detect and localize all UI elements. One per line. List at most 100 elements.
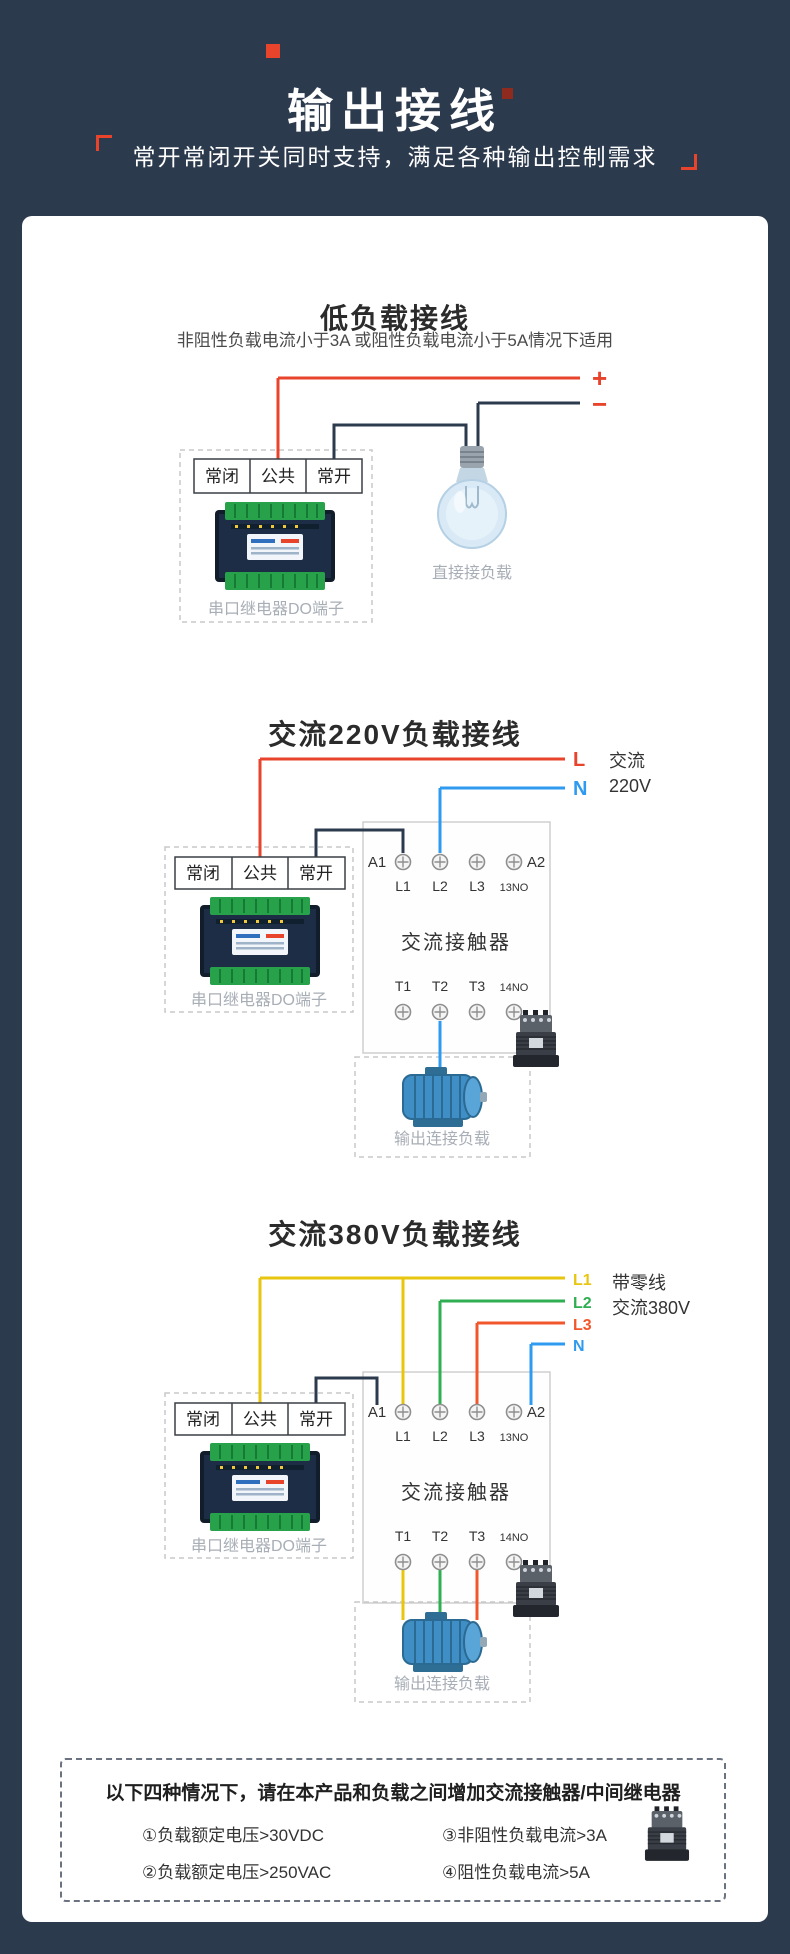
motor-dashed-box [354,1056,531,1158]
bottom-label-t2: T2 [432,1528,449,1544]
a1-label: A1 [368,854,386,871]
top-label-l1: L1 [395,878,411,894]
screw-terminal-icon [394,853,412,871]
bottom-label-14no: 14NO [500,1532,529,1544]
l3-label: L3 [573,1317,592,1334]
section-subtitle-low-load: 非阻性负载电流小于3A 或阻性负载电流小于5A情况下适用 [176,331,614,350]
content-card [22,216,768,1922]
a1-label: A1 [368,1404,386,1421]
terminal-label-no: 常开 [299,1410,333,1429]
screw-terminal-icon [505,1403,523,1421]
n-label: N [573,1338,585,1355]
l-label: L [573,749,585,771]
relay-terminal-block: 常闭 公共 常开 [174,1402,346,1436]
screw-terminal-icon [468,1403,486,1421]
note-item-1: ①负载额定电压>30VDC [142,1826,324,1845]
diagram-low-load: + − 常闭 公共 常开 串口继电器DO端子 直接接负载 [179,363,607,623]
terminal-label-com: 公共 [261,467,295,486]
l1-label: L1 [573,1272,592,1289]
screw-terminal-icon [431,1553,449,1571]
supply-label-1: 带零线 [612,1273,666,1293]
bottom-label-t1: T1 [395,978,412,994]
motor-label: 输出连接负载 [394,1675,490,1693]
top-label-13no: 13NO [500,1432,529,1444]
terminal-label-com: 公共 [243,1410,277,1429]
top-label-l2: L2 [432,878,448,894]
a2-label: A2 [527,1404,545,1421]
title-deco-left [266,44,280,58]
n-label: N [573,778,587,800]
ac220-wires [258,757,565,1075]
page-subtitle: 常开常闭开关同时支持，满足各种输出控制需求 [132,144,658,170]
relay-dashed-box [179,449,373,623]
supply-label-2: 交流380V [612,1298,690,1318]
diagram-ac220: L 交流 N 220V A1 A2 L1 L2 L3 13NO 交流接触器 T1… [164,749,651,1158]
wire-no-to-bulb [332,423,468,459]
terminal-label-nc: 常闭 [186,864,220,883]
screw-terminal-icon [505,1553,523,1571]
supply-label-2: 220V [609,776,651,796]
terminal-label-nc: 常闭 [205,467,239,486]
screw-terminal-icon [468,853,486,871]
plus-label: + [592,363,607,393]
screw-terminal-icon [431,1003,449,1021]
a2-label: A2 [527,854,545,871]
section-title-low-load: 低负载接线 [319,303,470,335]
screw-terminal-icon [431,1403,449,1421]
relay-device-image [215,502,335,590]
bulb-label: 直接接负载 [432,564,512,582]
relay-terminal-block: 常闭 公共 常开 [193,458,363,494]
screw-terminal-icon [468,1003,486,1021]
bottom-label-14no: 14NO [500,982,529,994]
contactor-name: 交流接触器 [401,1481,511,1504]
top-label-l2: L2 [432,1428,448,1444]
note-item-3: ③非阻性负载电流>3A [442,1826,607,1845]
subtitle-bracket-right [681,154,697,170]
low-load-wires [276,376,580,459]
note-box: 以下四种情况下，请在本产品和负载之间增加交流接触器/中间继电器 ①负载额定电压>… [60,1758,726,1902]
bottom-label-t2: T2 [432,978,449,994]
diagram-ac380: L1 L2 L3 N 带零线 交流380V A1 A2 L1 L2 L3 13N… [164,1272,690,1703]
screw-terminal-icon [394,1403,412,1421]
motor-label: 输出连接负载 [394,1130,490,1148]
top-label-l1: L1 [395,1428,411,1444]
light-bulb-icon [437,445,507,549]
terminal-label-no: 常开 [299,864,333,883]
motor-icon [402,1067,487,1128]
section-title-ac220: 交流220V负载接线 [268,719,522,751]
contactor-terminals: A1 A2 L1 L2 L3 13NO 交流接触器 T1 T2 T3 14NO [368,1403,545,1571]
motor-dashed-box [354,1601,531,1703]
screw-terminal-icon [431,853,449,871]
note-item-2: ②负载额定电压>250VAC [142,1863,332,1882]
bottom-label-t3: T3 [469,1528,486,1544]
relay-label: 串口继电器DO端子 [191,991,327,1009]
top-label-l3: L3 [469,878,485,894]
contactor-name: 交流接触器 [401,931,511,954]
contactor-icon [644,1806,690,1862]
note-item-4: ④阻性负载电流>5A [442,1863,590,1882]
wire-no-to-a1 [314,1376,379,1405]
screw-terminal-icon [505,853,523,871]
top-label-13no: 13NO [500,882,529,894]
title-deco-right [502,88,513,99]
terminal-label-com: 公共 [243,864,277,883]
wire-no-to-a1 [314,828,405,857]
contactor-terminals: A1 A2 L1 L2 L3 13NO 交流接触器 T1 T2 T3 14NO [368,853,545,1021]
relay-terminal-block: 常闭 公共 常开 [174,856,346,890]
relay-label: 串口继电器DO端子 [191,1537,327,1555]
l2-label: L2 [573,1295,592,1312]
terminal-label-nc: 常闭 [186,1410,220,1429]
relay-device-image [200,1443,320,1531]
screw-terminal-icon [468,1553,486,1571]
minus-label: − [592,389,607,419]
motor-icon [402,1612,487,1673]
bottom-label-t3: T3 [469,978,486,994]
subtitle-bracket-left [96,135,112,151]
note-items: ①负载额定电压>30VDC ③非阻性负载电流>3A ②负载额定电压>250VAC… [142,1821,724,1883]
relay-label: 串口继电器DO端子 [208,600,344,618]
relay-device-image [200,897,320,985]
top-label-l3: L3 [469,1428,485,1444]
section-title-ac380: 交流380V负载接线 [268,1219,522,1251]
note-title: 以下四种情况下，请在本产品和负载之间增加交流接触器/中间继电器 [105,1783,681,1804]
